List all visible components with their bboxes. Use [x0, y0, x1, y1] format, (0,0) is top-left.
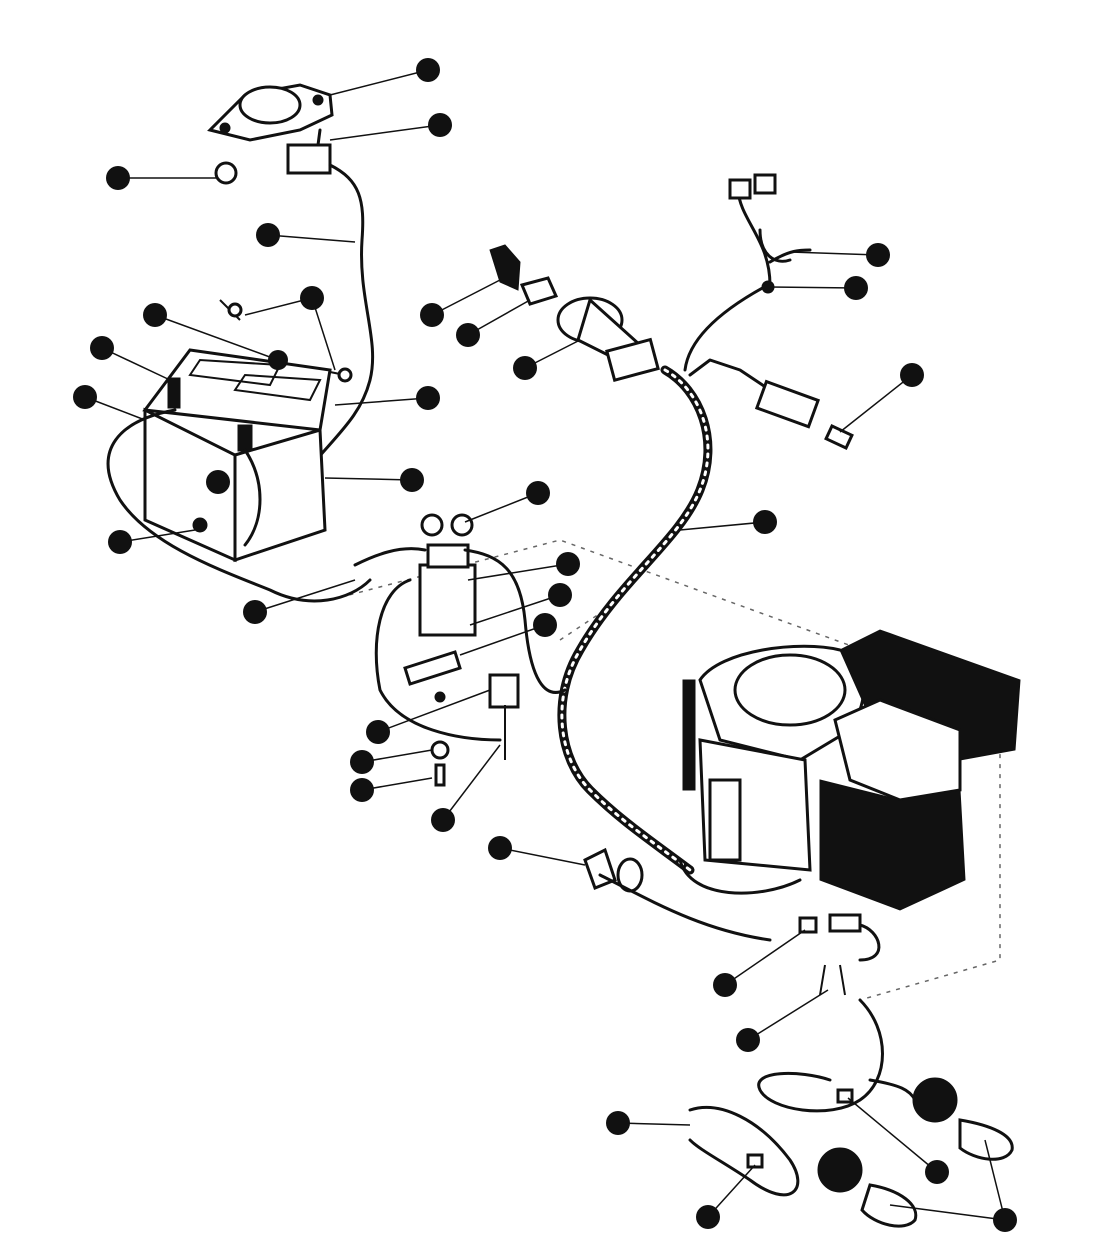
callout-bubble — [420, 303, 444, 327]
callout-bubble — [925, 1160, 949, 1184]
ignition-key-switch — [489, 244, 660, 383]
callout-bubble — [606, 1111, 630, 1135]
callout-bubble — [243, 600, 267, 624]
callouts — [73, 58, 1017, 1232]
callout-bubble — [513, 356, 537, 380]
callout-bubble — [533, 613, 557, 637]
callout-bubble — [456, 323, 480, 347]
callout-bubble — [866, 243, 890, 267]
callout-bubble — [108, 530, 132, 554]
callout-bubble — [844, 276, 868, 300]
lower-harness — [583, 847, 1014, 1228]
callout-bubble — [268, 350, 288, 370]
callout-bubble — [696, 1205, 720, 1229]
callout-bubble — [548, 583, 572, 607]
callout-bubble — [428, 113, 452, 137]
callout-bubble — [900, 363, 924, 387]
callout-bubble — [350, 778, 374, 802]
callout-bubble — [556, 552, 580, 576]
callout-bubble — [73, 385, 97, 409]
callout-bubble — [106, 166, 130, 190]
callout-bubble — [350, 750, 374, 774]
callout-bubble — [300, 286, 324, 310]
callout-bubble — [736, 1028, 760, 1052]
seat-switch-assembly — [207, 83, 375, 482]
callout-bubble — [713, 973, 737, 997]
engine — [678, 629, 1021, 911]
callout-bubble — [526, 481, 550, 505]
callout-bubble — [400, 468, 424, 492]
starter-solenoid — [353, 513, 567, 787]
callout-bubble — [143, 303, 167, 327]
callout-bubble — [416, 386, 440, 410]
callout-bubble — [431, 808, 455, 832]
callout-bubble — [256, 223, 280, 247]
callout-bubble — [488, 836, 512, 860]
callout-bubble — [753, 510, 777, 534]
callout-bubble — [366, 720, 390, 744]
main-wire-harness — [557, 173, 854, 875]
callout-bubble — [416, 58, 440, 82]
battery — [106, 299, 372, 603]
callout-bubble — [993, 1208, 1017, 1232]
callout-bubble — [206, 470, 230, 494]
callout-bubble — [90, 336, 114, 360]
